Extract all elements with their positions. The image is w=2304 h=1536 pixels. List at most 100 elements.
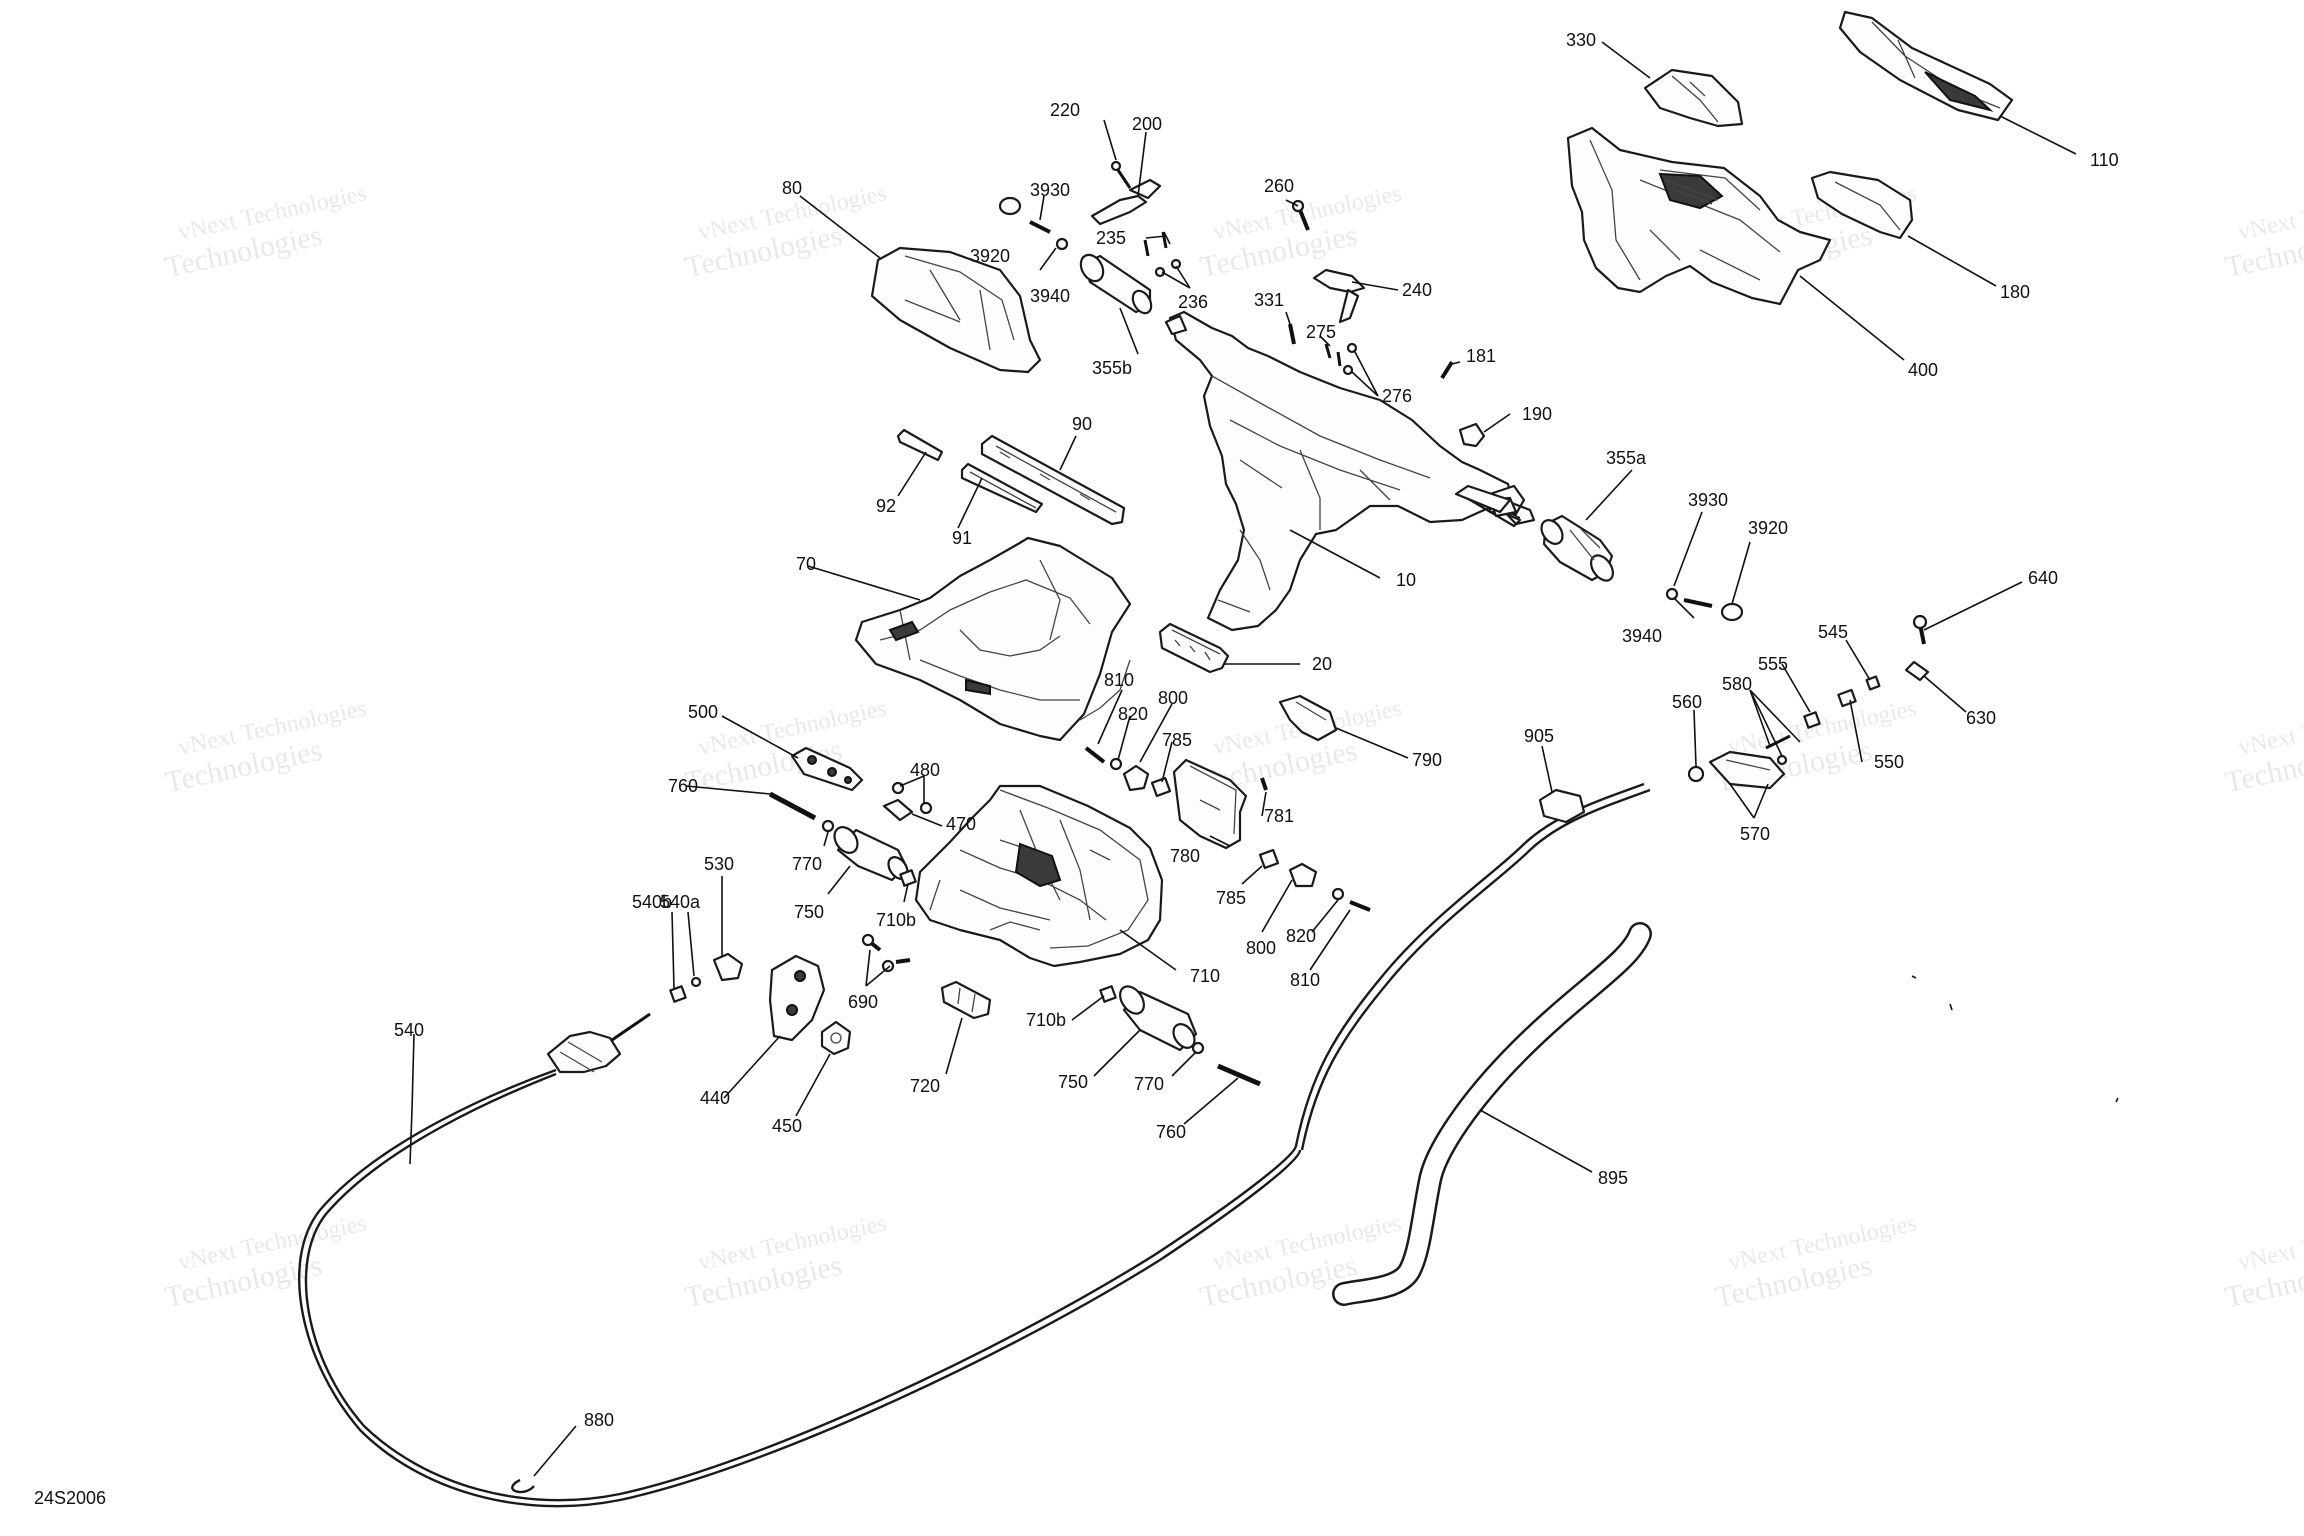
part-92-strip: [896, 428, 944, 462]
part-540b-nut: [669, 985, 687, 1003]
callout-760-upper: 760: [668, 776, 698, 796]
part-540-cable: [297, 1012, 1302, 1508]
callout-540: 540: [394, 1020, 424, 1040]
part-820-washer-upper: [1109, 757, 1123, 771]
callout-220: 220: [1050, 100, 1080, 120]
callout-3930-left: 3930: [1030, 180, 1070, 200]
part-785-nut-lower: [1258, 848, 1280, 870]
callout-780: 780: [1170, 846, 1200, 866]
part-770-washer-left: [821, 819, 835, 833]
callout-905: 905: [1524, 726, 1554, 746]
callout-800-upper: 800: [1158, 688, 1188, 708]
part-720-block: [940, 980, 992, 1020]
callout-92: 92: [876, 496, 896, 516]
callout-110: 110: [2090, 150, 2119, 170]
callout-70: 70: [796, 554, 816, 574]
part-20-clamp: [1158, 622, 1230, 674]
callout-240: 240: [1402, 280, 1432, 300]
callout-200: 200: [1132, 114, 1162, 134]
part-275-screws: [1324, 343, 1342, 367]
part-236-washers: [1154, 258, 1182, 278]
part-810-pin-lower: [1349, 900, 1371, 912]
callout-440: 440: [700, 1088, 730, 1108]
part-180-cover: [1810, 170, 1914, 240]
callout-710b-lower: 710b: [1026, 1010, 1066, 1030]
callout-400: 400: [1908, 360, 1938, 380]
part-530-fitting: [712, 952, 744, 982]
callout-235: 235: [1096, 228, 1126, 248]
part-500-switch: [790, 746, 864, 792]
part-190-clip: [1458, 422, 1486, 448]
part-400-handlebar-cover: [1566, 126, 1832, 306]
callout-450: 450: [772, 1116, 802, 1136]
part-3940-washer-right: [1665, 587, 1679, 601]
part-440-bracket: [768, 954, 826, 1042]
callout-540b: 540b: [632, 892, 672, 912]
part-550-bushing: [1837, 688, 1857, 708]
callout-750-lower: 750: [1058, 1072, 1088, 1092]
part-790-lever: [1278, 694, 1338, 742]
callout-785-upper: 785: [1162, 730, 1192, 750]
callout-820-lower: 820: [1286, 926, 1316, 946]
callout-3940-right: 3940: [1622, 626, 1662, 646]
callout-880: 880: [584, 1410, 614, 1430]
part-810-pin-upper: [1084, 746, 1106, 764]
callout-500: 500: [688, 702, 718, 722]
part-235-screws: [1143, 231, 1168, 257]
part-10-handlebar-frame: [1164, 310, 1536, 632]
callout-470: 470: [946, 814, 976, 834]
callout-800-lower: 800: [1246, 938, 1276, 958]
callout-530: 530: [704, 854, 734, 874]
part-220-screw: [1110, 160, 1132, 189]
part-540a-washer: [690, 976, 702, 988]
part-80-cover: [870, 246, 1042, 374]
callout-810-upper: 810: [1104, 670, 1134, 690]
leader-lines: [409, 41, 2077, 1477]
callout-810-lower: 810: [1290, 970, 1320, 990]
part-330-cap: [1643, 68, 1744, 128]
callout-790: 790: [1412, 750, 1442, 770]
part-640-bolt: [1912, 614, 1928, 645]
callout-785-lower: 785: [1216, 888, 1246, 908]
part-200-lever: [1090, 178, 1162, 226]
part-710b-nut-upper: [899, 869, 917, 887]
part-3920-cap-right: [1720, 602, 1744, 622]
callout-545: 545: [1818, 622, 1848, 642]
part-785-nut-upper: [1150, 776, 1172, 798]
parts: [297, 10, 2014, 1508]
part-800-bushing-upper: [1122, 764, 1150, 792]
part-905-sleeve: [1538, 788, 1586, 824]
part-3920-cap-left: [998, 196, 1022, 216]
part-331-screw: [1288, 323, 1296, 345]
part-3930-pin-right: [1683, 598, 1713, 608]
part-276-washers: [1342, 342, 1358, 376]
callout-10: 10: [1396, 570, 1416, 590]
callout-330: 330: [1566, 30, 1596, 50]
callout-550: 550: [1874, 752, 1904, 772]
part-555-nut: [1803, 711, 1821, 729]
part-895-tube: [1294, 782, 1652, 1306]
part-780-bracket: [1172, 758, 1248, 850]
part-710b-nut-lower: [1099, 985, 1117, 1003]
part-450-knob: [820, 1020, 852, 1056]
callout-770-upper: 770: [792, 854, 822, 874]
callout-180: 180: [2000, 282, 2030, 302]
callout-3940-left: 3940: [1030, 286, 1070, 306]
callout-3920-left: 3920: [970, 246, 1010, 266]
callout-630: 630: [1966, 708, 1996, 728]
part-181-screw: [1440, 360, 1454, 380]
part-240-lever: [1312, 268, 1366, 324]
callout-276: 276: [1382, 386, 1412, 406]
callout-20: 20: [1312, 654, 1332, 674]
callout-260: 260: [1264, 176, 1294, 196]
callout-560: 560: [1672, 692, 1702, 712]
part-3930-pin-left: [1029, 220, 1051, 234]
part-91-strip: [960, 462, 1044, 514]
